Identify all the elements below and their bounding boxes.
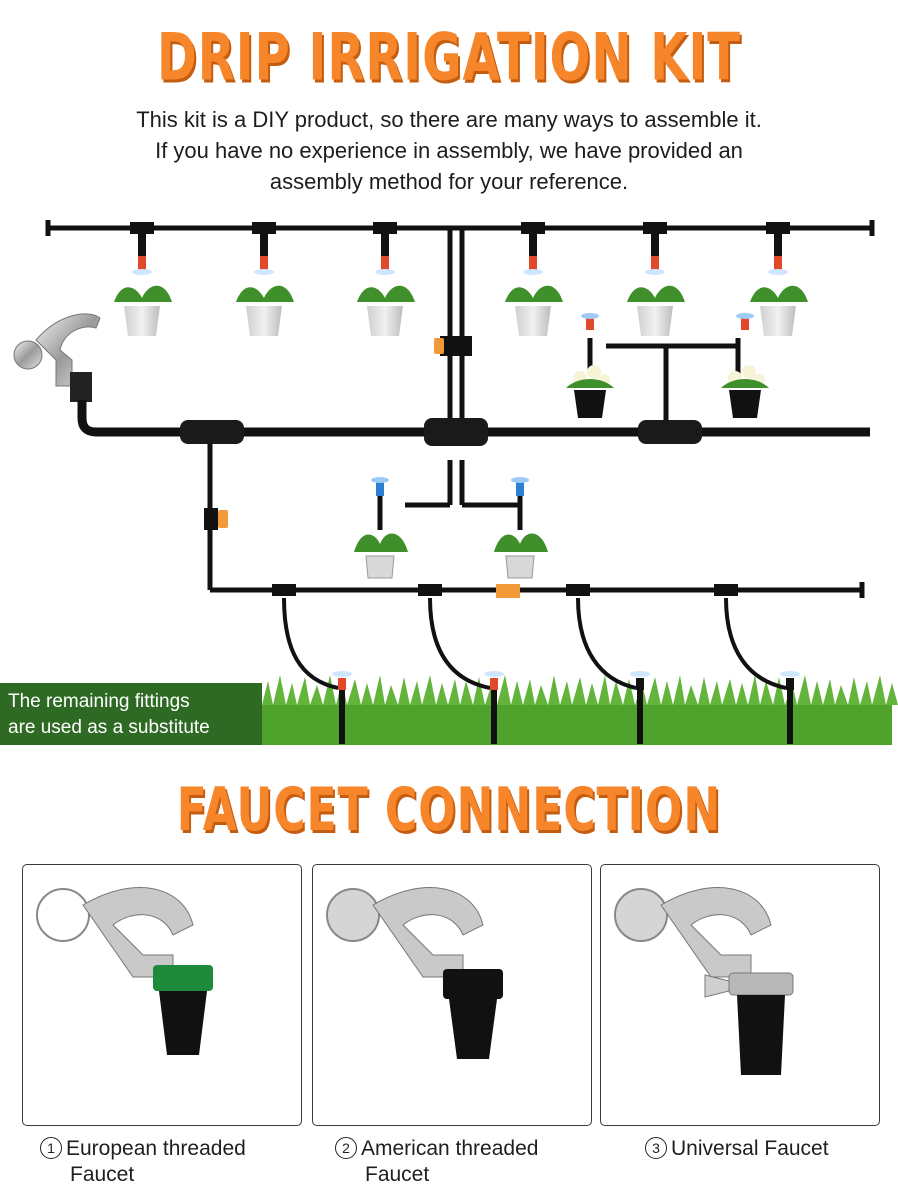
main-connectors: [180, 418, 702, 446]
top-row-plants: [114, 222, 808, 336]
faucet-card-american: [312, 864, 592, 1126]
caption-line-1: Universal Faucet: [671, 1137, 829, 1160]
ground-tees: [272, 584, 738, 596]
substitute-callout: The remaining fittings are used as a sub…: [0, 683, 262, 745]
ground-tube: [207, 444, 865, 598]
middle-branch: [377, 495, 523, 530]
european-faucet-icon: [36, 887, 213, 1055]
right-branch: [587, 338, 741, 420]
ground-drippers: [282, 597, 787, 690]
callout-line-1: The remaining fittings: [8, 691, 190, 712]
caption-number: 3: [645, 1137, 667, 1159]
universal-faucet-icon: [614, 887, 794, 1075]
faucet-card-european: [22, 864, 302, 1126]
assembly-diagram: [13, 220, 898, 745]
center-valve: [434, 336, 472, 356]
center-riser: [405, 228, 520, 508]
grass-strip: [262, 675, 898, 745]
caption-line-1: European threaded: [66, 1137, 246, 1160]
intro-line-2: If you have no experience in assembly, w…: [155, 138, 743, 163]
caption-number: 1: [40, 1137, 62, 1159]
american-faucet-icon: [326, 887, 503, 1059]
caption-line-2: Faucet: [365, 1163, 430, 1186]
faucet-icon: [13, 313, 101, 402]
intro-line-1: This kit is a DIY product, so there are …: [136, 107, 762, 132]
page-title: DRIP IRRIGATION KIT: [156, 20, 742, 96]
ground-valve: [496, 584, 520, 598]
basket-plants: [354, 477, 548, 579]
left-valve: [204, 508, 228, 530]
caption-line-2: Faucet: [70, 1163, 135, 1186]
faucet-card-universal: [600, 864, 880, 1126]
caption-number: 2: [335, 1137, 357, 1159]
ground-stakes: [332, 671, 800, 744]
section-title: FAUCET CONNECTION: [176, 776, 722, 845]
callout-line-2: are used as a substitute: [8, 717, 210, 738]
main-tube: [77, 400, 870, 437]
caption-line-1: American threaded: [361, 1137, 539, 1160]
intro-line-3: assembly method for your reference.: [269, 169, 629, 194]
flower-pots: [566, 313, 769, 418]
